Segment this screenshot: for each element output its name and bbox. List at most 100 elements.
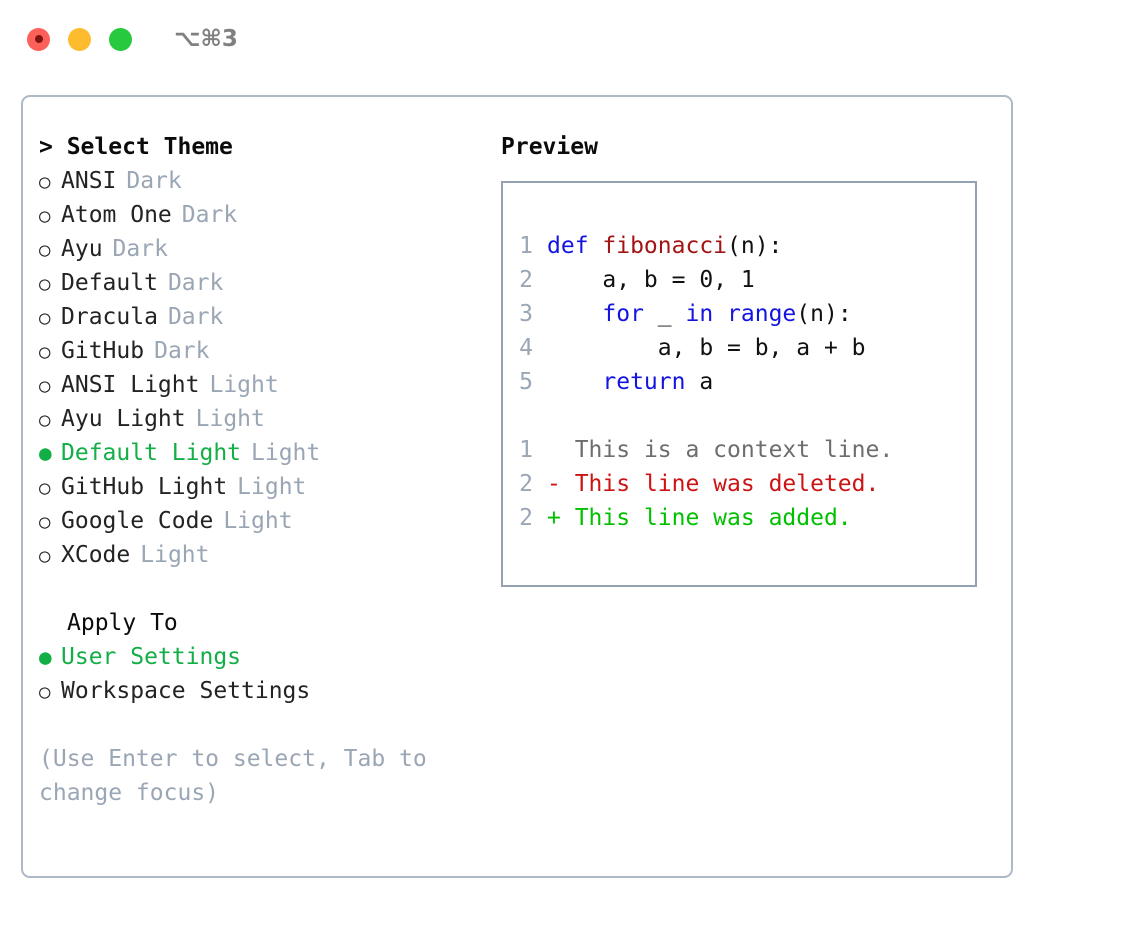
theme-option-mode-badge: Light [223,508,293,534]
radio-unselected-icon: ○ [39,409,51,431]
apply-to-list: ● User Settings ○Workspace Settings [39,640,479,708]
diff-line-text: + This line was added. [547,501,852,535]
code-line: 3 for _ in range(n): [503,297,975,331]
maximize-window-icon[interactable] [109,27,132,51]
code-token-function: fibonacci [602,233,728,259]
theme-option-mode-badge: Dark [167,270,224,296]
minimize-window-icon[interactable] [68,27,91,51]
code-line: 2 a, b = 0, 1 [503,263,975,297]
diff-marker-context [547,437,575,463]
diff-text: This line was deleted. [574,471,880,497]
theme-option-label: Ayu [61,236,103,262]
apply-to-option[interactable]: ○Workspace Settings [39,674,479,708]
theme-option[interactable]: ○ Google Code Light [39,504,479,538]
code-token-plain [713,301,727,327]
theme-option-mode-badge: Light [209,372,279,398]
diff-line-number: 2 [519,505,533,531]
code-token-plain: a, b = b, a + b [547,335,866,361]
diff-marker-deleted: - [547,471,575,497]
code-token-plain [547,301,602,327]
diff-line-number: 1 [519,437,533,463]
code-line-number: 4 [519,335,533,361]
diff-line: 2- This line was deleted. [503,467,975,501]
apply-to-option-label: Workspace Settings [61,678,311,704]
diff-line-text: This is a context line. [547,433,894,467]
code-line: 4 a, b = b, a + b [503,331,975,365]
diff-line-number: 2 [519,471,533,497]
theme-option-mode-badge: Light [140,542,210,568]
theme-option[interactable]: ○ GitHub Dark [39,334,479,368]
theme-option-label: GitHub Light [61,474,228,500]
diff-sample: 1 This is a context line.2- This line wa… [503,433,975,535]
code-token-keyword: return [602,369,686,395]
code-line-number: 1 [519,233,533,259]
theme-option-label: ANSI [61,168,117,194]
radio-unselected-icon: ○ [39,205,51,227]
code-line-text: a, b = 0, 1 [547,263,755,297]
radio-unselected-icon: ○ [39,239,51,261]
theme-option-mode-badge: Dark [112,236,168,262]
radio-unselected-icon: ○ [39,341,51,363]
radio-unselected-icon: ○ [39,375,51,397]
keyboard-shortcut-label: ⌥⌘3 [174,26,238,52]
code-token-plain [547,369,602,395]
code-line-text: for _ in range(n): [547,297,851,331]
radio-unselected-icon: ○ [39,477,51,499]
radio-unselected-icon: ○ [39,307,51,329]
theme-option[interactable]: ○ Ayu Dark [39,232,479,266]
radio-unselected-icon: ○ [39,511,51,533]
preview-title: Preview [501,134,598,160]
apply-to-option[interactable]: ● User Settings [39,640,479,674]
theme-option-mode-badge: Dark [154,338,210,364]
code-line-number: 5 [519,369,533,395]
window-titlebar: ⌥⌘3 [0,0,1140,78]
code-line-number: 2 [519,267,533,293]
traffic-light-group [27,27,132,51]
theme-option-mode-badge: Light [251,440,321,466]
theme-option-label: Google Code [61,508,214,534]
theme-option-mode-badge: Dark [167,304,224,330]
code-token-plain: _ [643,301,686,327]
code-token-plain: a, b = 0, 1 [547,267,755,293]
theme-option-label: GitHub [61,338,145,364]
code-line-text: a, b = b, a + b [547,331,866,365]
radio-selected-icon: ● [39,645,52,669]
diff-line: 2 + This line was added. [503,501,975,535]
code-line-text: def fibonacci(n): [547,229,782,263]
keyboard-hint-text: (Use Enter to select, Tab to change focu… [39,746,441,806]
preview-gap [503,399,975,433]
code-token-keyword: in [685,301,714,327]
code-token-keyword: range [727,301,797,327]
apply-to-heading: Apply To [67,610,178,636]
code-token-keyword: def [547,233,603,259]
radio-unselected-icon: ○ [39,545,51,567]
code-token-plain: a [685,369,714,395]
close-window-icon[interactable] [27,27,50,51]
radio-selected-icon: ● [39,441,52,465]
select-theme-heading-label: Select Theme [66,134,233,160]
theme-option[interactable]: ○ ANSI Light Light [39,368,479,402]
code-line: 1 def fibonacci(n): [503,229,975,263]
diff-marker-added: + [547,505,575,531]
theme-option-mode-badge: Dark [181,202,238,228]
theme-option-label: Ayu Light [61,406,186,432]
theme-option-label: ANSI Light [61,372,200,398]
select-theme-heading: > Select Theme [39,130,479,164]
apply-to-option-label: User Settings [61,644,242,670]
code-line: 5 return a [503,365,975,399]
list-spacer [39,572,479,606]
